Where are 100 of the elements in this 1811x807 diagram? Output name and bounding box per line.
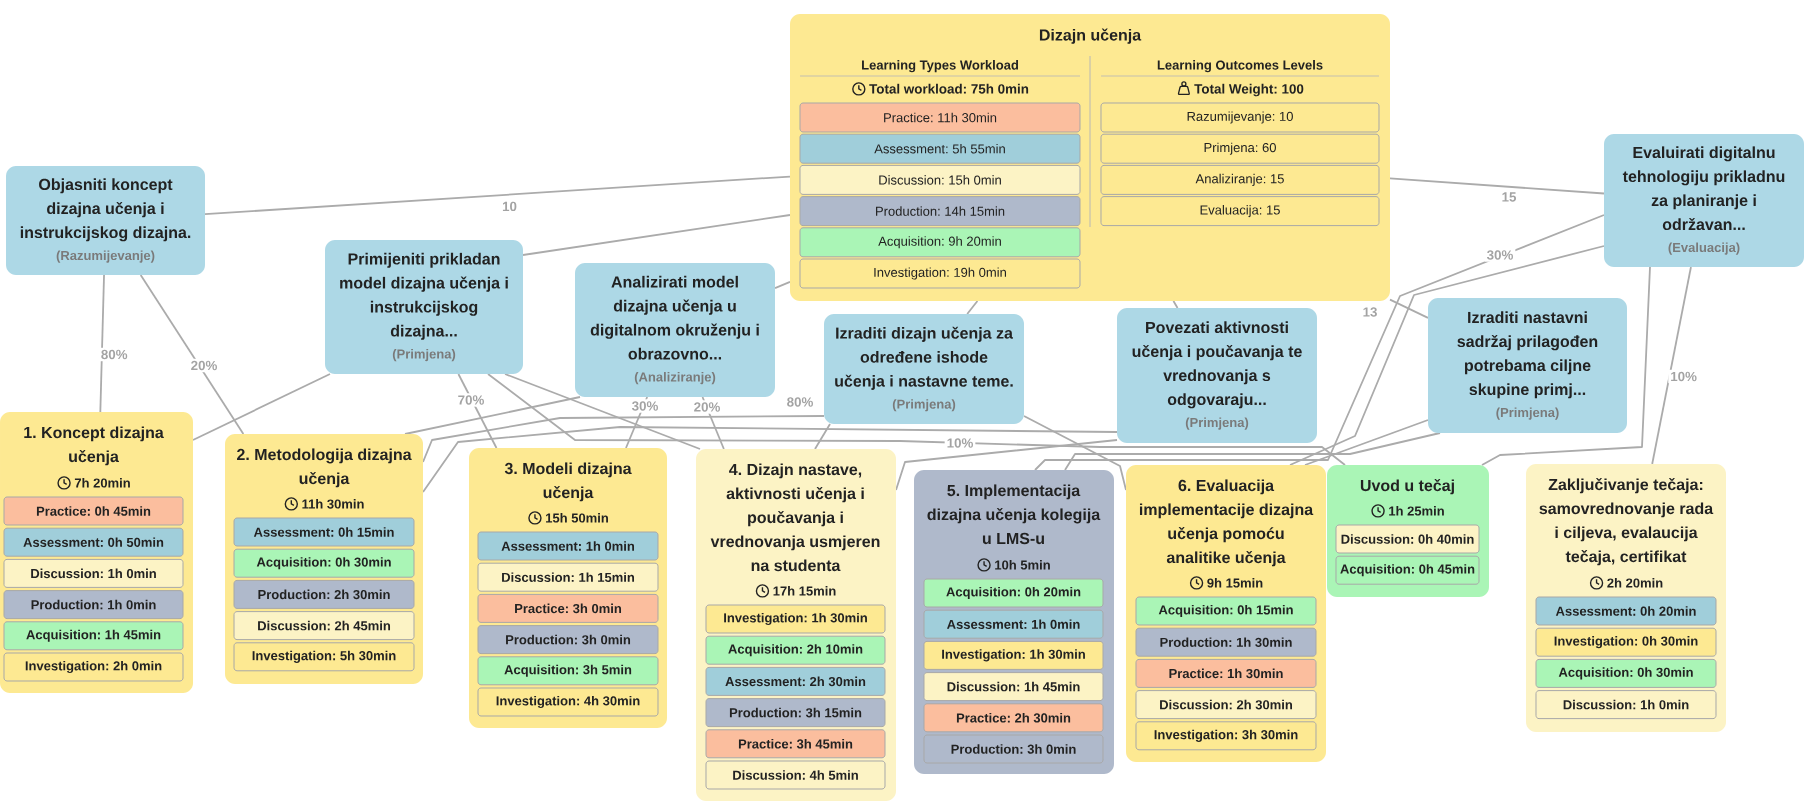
connector — [1064, 432, 1441, 471]
duration-label: 10h 5min — [995, 560, 1050, 570]
edge-label: 80% — [784, 395, 816, 409]
connector — [204, 175, 791, 216]
level-row: Razumijevanje: 10 — [1100, 102, 1380, 133]
activity-row: Discussion: 0h 40min — [1335, 524, 1480, 554]
column-heading: Learning Types Workload — [862, 60, 1018, 73]
duration-label: 2h 20min — [1607, 578, 1663, 588]
connector — [1034, 214, 1605, 471]
activity-row: Practice: 3h 0min — [477, 593, 659, 623]
objective-box: Analizirati model dizajna učenja u digitalnom okruženju i obrazovno... (Analiziranje) — [575, 263, 775, 397]
activity-row: Discussion: 1h 0min — [3, 558, 184, 588]
edge-label: 10% — [944, 436, 976, 450]
activity-row: Assessment: 0h 15min — [233, 517, 415, 547]
duration-label: 15h 50min — [546, 513, 608, 523]
connector — [1389, 177, 1605, 195]
activity-row: Discussion: 4h 5min — [705, 760, 886, 790]
activity-row: Acquisition: 0h 30min — [1535, 658, 1717, 688]
activity-row: Discussion: 1h 0min — [1535, 690, 1717, 720]
activity-row: Discussion: 15h 0min — [799, 164, 1081, 195]
activity-row: Investigation: 1h 30min — [705, 604, 886, 634]
connector — [422, 415, 825, 463]
card-title: 4. Dizajn nastave, aktivnosti učenja i poučavanja i vrednovanja usmjeren na studenta — [710, 463, 880, 572]
activity-row: Assessment: 0h 50min — [3, 527, 184, 557]
level-row: Analiziranje: 15 — [1100, 164, 1380, 195]
activity-row: Practice: 11h 30min — [799, 102, 1081, 133]
duration-label: 9h 15min — [1207, 578, 1263, 588]
connector — [1023, 415, 1127, 491]
activity-row: Investigation: 4h 30min — [477, 687, 659, 717]
activity-row: Production: 3h 15min — [705, 698, 886, 728]
activity-row: Assessment: 1h 0min — [923, 609, 1104, 639]
level-row: Primjena: 60 — [1100, 133, 1380, 164]
total-label: Total Weight: 100 — [1194, 83, 1304, 97]
edge-label: 30% — [1484, 248, 1516, 262]
total-label: Total workload: 75h 0min — [869, 83, 1029, 94]
edge-label: 80% — [98, 347, 130, 362]
objective-box: Izraditi nastavni sadržaj prilagođen potrebama ciljne skupine primj... (Primjena) — [1428, 298, 1627, 433]
connector — [814, 423, 831, 450]
activity-row: Acquisition: 0h 45min — [1335, 555, 1480, 585]
connector — [422, 426, 1118, 493]
activity-row: Acquisition: 3h 5min — [477, 656, 659, 686]
activity-row: Discussion: 2h 45min — [233, 611, 415, 641]
connector — [404, 396, 581, 435]
activity-row: Discussion: 1h 15min — [477, 562, 659, 592]
activity-row: Acquisition: 0h 15min — [1135, 596, 1317, 626]
objective-box: Evaluirati digitalnu tehnologiju prikladnu za planiranje i održavan... (Evaluacija) — [1604, 134, 1804, 267]
edge-label: 30% — [629, 399, 661, 413]
duration-label: 1h 25min — [1389, 506, 1444, 516]
connector — [1304, 419, 1429, 466]
card-title: Zaključivanje tečaja: samovrednovanje rada i ciljeva, evalaucija tečaja, certifikat — [1539, 478, 1714, 566]
activity-row: Discussion: 1h 45min — [923, 672, 1104, 702]
connector — [487, 373, 1346, 466]
activity-row: Investigation: 3h 30min — [1135, 721, 1317, 751]
activity-row: Acquisition: 0h 30min — [233, 548, 415, 578]
duration-label: 7h 20min — [74, 478, 130, 488]
objective-box: Povezati aktivnosti učenja i poučavanja te vrednovanja s odgovaraju... (Primjena) — [1117, 308, 1317, 443]
connector — [139, 274, 245, 435]
connector — [966, 300, 979, 315]
edge-label: 13 — [1360, 305, 1380, 319]
activity-row: Practice: 2h 30min — [923, 703, 1104, 733]
card-title: 3. Modeli dizajna učenja — [504, 462, 632, 502]
activity-row: Assessment: 5h 55min — [799, 133, 1081, 164]
level-row: Evaluacija: 15 — [1100, 196, 1380, 227]
card-title: 2. Metodologija dizajna učenja — [237, 448, 412, 488]
card-title: 5. Implementacija dizajna učenja kolegija u LMS-u — [927, 484, 1101, 545]
connector — [1289, 245, 1605, 466]
connector — [1172, 300, 1179, 309]
activity-row: Investigation: 1h 30min — [923, 640, 1104, 670]
edge-label: 20% — [188, 358, 220, 373]
panel-title: Dizajn učenja — [1039, 28, 1142, 44]
connector — [1651, 266, 1692, 465]
activity-row: Production: 3h 0min — [477, 625, 659, 655]
card-title: 1. Koncept dizajna učenja — [24, 426, 164, 466]
activity-row: Assessment: 0h 20min — [1535, 596, 1717, 626]
card-title: 6. Evaluacija implementacije dizajna učenja pomoću analitike učenja — [1140, 479, 1314, 567]
activity-row: Production: 14h 15min — [799, 196, 1081, 227]
edge-label: 10% — [1668, 369, 1699, 384]
activity-row: Acquisition: 0h 20min — [923, 578, 1104, 608]
connector — [774, 280, 791, 290]
connector — [99, 274, 105, 413]
activity-row: Production: 1h 30min — [1135, 627, 1317, 657]
edge-label: 10 — [500, 199, 519, 214]
activity-row: Acquisition: 9h 20min — [799, 227, 1081, 258]
duration-label: 11h 30min — [302, 499, 364, 509]
activity-row: Production: 3h 0min — [923, 734, 1104, 764]
activity-row: Production: 2h 30min — [233, 579, 415, 609]
edge-label: 20% — [691, 400, 723, 414]
connector — [192, 373, 331, 441]
edge-label: 15 — [1499, 190, 1519, 204]
objective-box: Primijeniti prikladan model dizajna učenja i instrukcijskog dizajna... (Primjena) — [325, 240, 523, 374]
activity-row: Acquisition: 1h 45min — [3, 621, 184, 651]
connector — [895, 439, 1118, 491]
activity-row: Production: 1h 0min — [3, 590, 184, 620]
activity-row: Assessment: 1h 0min — [477, 531, 659, 561]
column-heading: Learning Outcomes Levels — [1157, 60, 1323, 73]
activity-row: Practice: 0h 45min — [3, 496, 184, 526]
duration-label: 17h 15min — [773, 586, 836, 596]
activity-row: Practice: 3h 45min — [705, 729, 886, 759]
objective-box: Izraditi dizajn učenja za određene ishode učenja i nastavne teme. (Primjena) — [824, 314, 1024, 424]
activity-row: Discussion: 2h 30min — [1135, 690, 1317, 720]
